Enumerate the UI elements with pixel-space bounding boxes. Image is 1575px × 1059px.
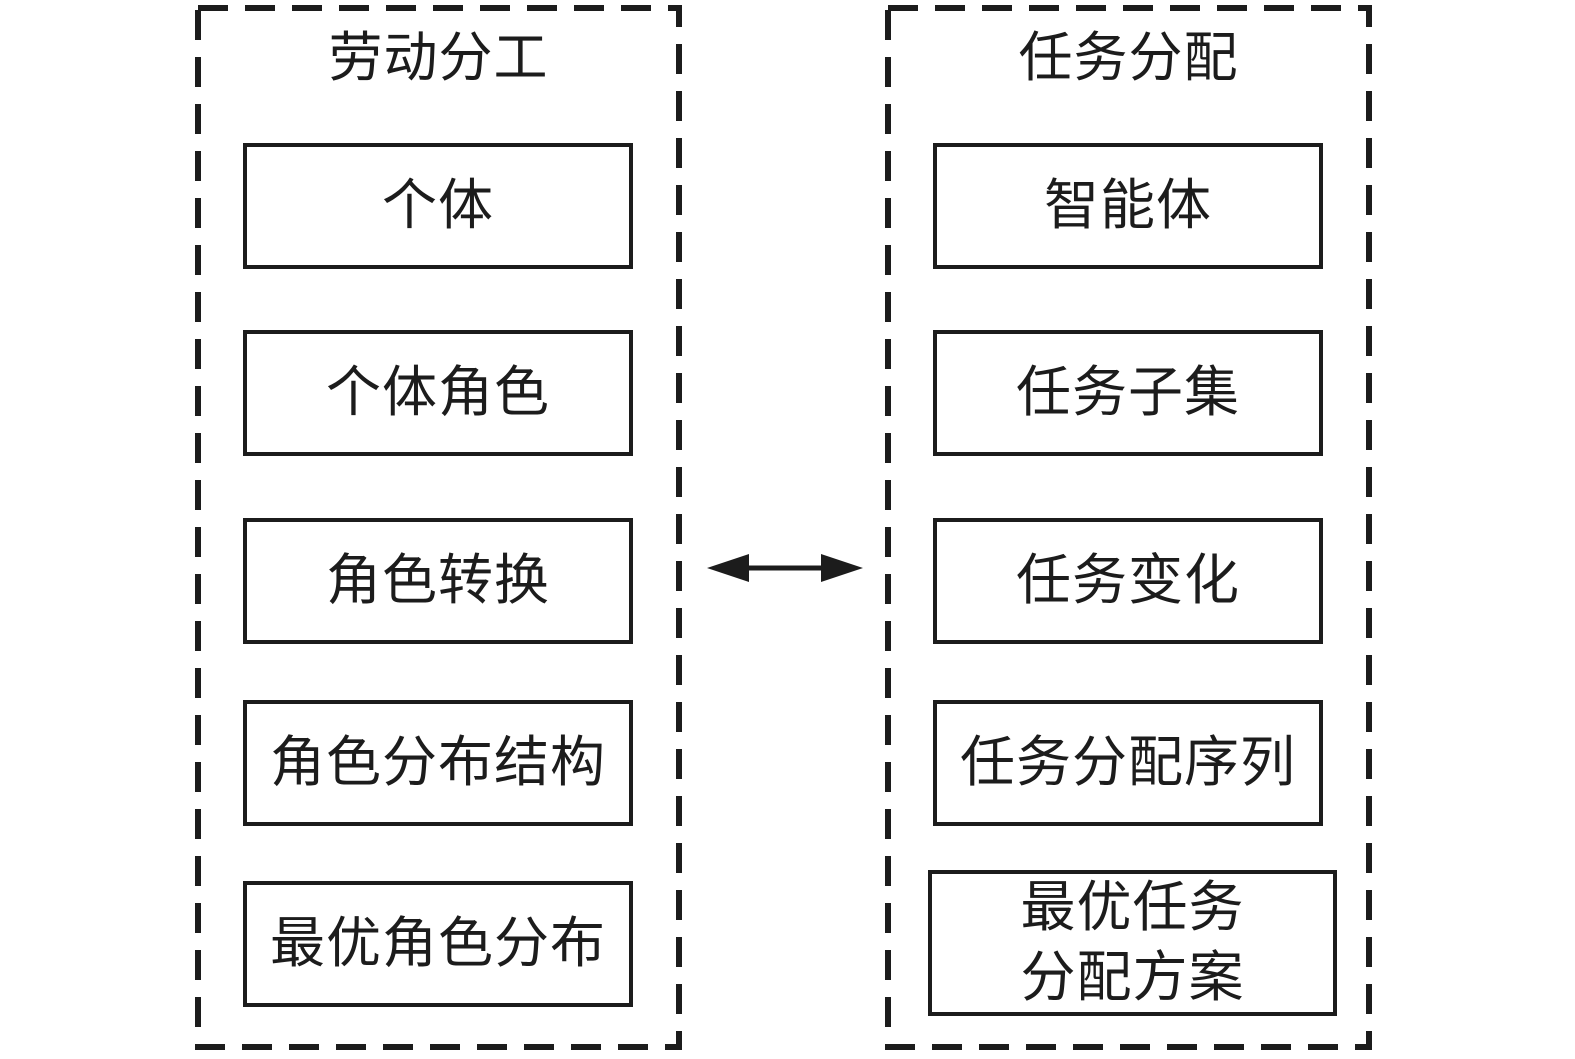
task-allocation-title: 任务分配 <box>1018 28 1239 88</box>
node-agent: 智能体 <box>933 143 1323 269</box>
labor-division-title: 劳动分工 <box>328 28 549 88</box>
node-individual-role: 个体角色 <box>243 330 633 456</box>
labor-division-panel: 劳动分工 <box>195 5 682 1050</box>
node-task-change: 任务变化 <box>933 518 1323 644</box>
task-allocation-panel: 任务分配 <box>885 5 1372 1050</box>
node-role-distribution-structure: 角色分布结构 <box>243 700 633 826</box>
dashed-border-frame <box>885 5 1372 1050</box>
double-arrow-icon <box>707 554 863 582</box>
node-optimal-role-distribution: 最优角色分布 <box>243 881 633 1007</box>
node-task-subset: 任务子集 <box>933 330 1323 456</box>
node-task-allocation-sequence: 任务分配序列 <box>933 700 1323 826</box>
dashed-border-frame <box>195 5 682 1050</box>
node-role-transfer: 角色转换 <box>243 518 633 644</box>
node-optimal-task-allocation-plan: 最优任务 分配方案 <box>928 870 1337 1016</box>
node-individual: 个体 <box>243 143 633 269</box>
